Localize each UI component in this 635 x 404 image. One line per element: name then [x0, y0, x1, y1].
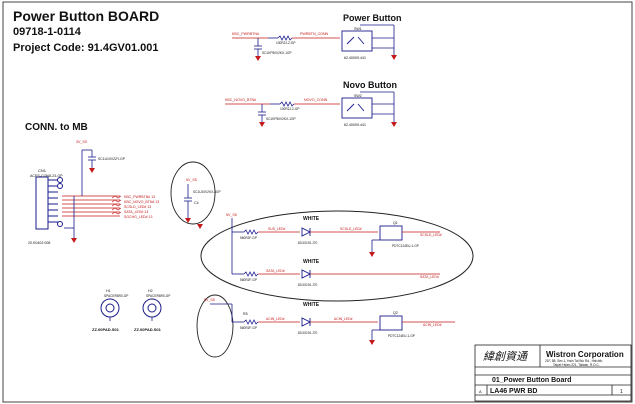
led1-out-net: SCSLD_LED# — [340, 227, 362, 231]
pb-net-out: PWRBTN_CONN — [300, 32, 329, 36]
led1-part: 83.00191.J70 — [298, 241, 318, 245]
cap-c3 — [82, 149, 96, 168]
led3-resistor-val: 560R2F-GP — [240, 326, 257, 330]
net-5v-s5-b: 5V_S5 — [226, 213, 237, 217]
h2-pn: ZZ.00PAD.S01 — [134, 327, 162, 332]
led3-resistor-ref: R5 — [243, 312, 248, 316]
led3-part: 83.00191.J70 — [298, 331, 318, 335]
led2-net: SATA_LED# — [266, 269, 285, 273]
novo-resistor-val: 100R2J-2-GP — [280, 107, 300, 111]
led1-fet-ref: Q1 — [393, 221, 398, 225]
cn1-part: ACES-CON8-23-GP — [30, 174, 63, 178]
cn1-part-no: 20.K0402.008 — [28, 241, 50, 245]
cn1-ref: CN1 — [38, 168, 47, 173]
project-code: Project Code: 91.4GV01.001 — [13, 42, 159, 54]
led3-label: WHITE — [303, 302, 320, 308]
pb-switch-part: 62.40009.441 — [344, 56, 366, 60]
cap-c3-val: SC1U10V2ZY-GP — [98, 157, 126, 161]
led3-out-net: ACIN_LED# — [334, 317, 353, 321]
page-title: Power Button BOARD — [13, 8, 160, 24]
section-title-novo-button: Novo Button — [343, 80, 397, 90]
cn-net-4: SGCHG_LED# 13 — [124, 215, 152, 219]
led-channel-1 — [232, 225, 440, 257]
tb-size: A — [479, 389, 482, 394]
pb-resistor-val: 100R2J-2-GP — [276, 41, 296, 45]
h2-ref: H2 — [148, 289, 153, 293]
connector-net-labels: KBC_PWRBTN# 13 KBC_NOVO_BTN# 13 SCSLD_LE… — [124, 195, 159, 219]
led3-right-net: ACIN_LED# — [423, 323, 442, 327]
highlight-ellipse-supply — [196, 294, 234, 358]
tb-chinese-name: 緯創資通 — [483, 350, 529, 363]
led2-label: WHITE — [303, 259, 320, 265]
ground-symbol — [71, 168, 203, 243]
tb-address1: 21F, 88, Sec.1, Hsin Tai Wu Rd., Hsichih… — [545, 359, 603, 363]
tb-doc-number: LA46 PWR BD — [490, 388, 537, 395]
novo-switch-part: 62.40009.441 — [344, 123, 366, 127]
h1-ref: H1 — [106, 289, 111, 293]
connector-bus-wires — [62, 195, 120, 217]
mounting-hole-h1 — [100, 298, 120, 321]
cn-net-1: KBC_NOVO_BTN# 13 — [124, 200, 159, 204]
section-title-connector: CONN. to MB — [25, 122, 88, 133]
h2-part: SPACER6R0-GP — [146, 294, 170, 298]
led1-fet-part: PDTC124EU-1-GP — [392, 244, 419, 248]
pb-switch-ref: SW1 — [354, 27, 362, 31]
highlight-ellipse-leds — [200, 210, 474, 302]
connector-vert-wires — [64, 150, 83, 238]
mounting-hole-h2 — [142, 298, 162, 321]
cn-net-0: KBC_PWRBTN# 13 — [124, 195, 155, 199]
novo-net-out: NOVO_CONN — [304, 98, 328, 102]
led1-label: WHITE — [303, 216, 320, 222]
title-block — [474, 344, 632, 402]
part-number: 09718-1-0114 — [13, 26, 81, 38]
led3-net: ACIN_LED# — [266, 317, 285, 321]
cn-net-3: SATA_LED# 13 — [124, 210, 148, 214]
cn-net-2: SCSLD_LED# 13 — [124, 205, 151, 209]
novo-cap-val: SC1KP50V2KX-1GP — [266, 117, 296, 121]
pb-net-in: KBC_PWRBTN# — [232, 32, 259, 36]
connector-cn1 — [35, 176, 63, 230]
net-5v-s5-a: 5V_S5 — [186, 178, 197, 182]
led2-out-net: SATA_LED# — [420, 275, 439, 279]
novo-button-circuit — [225, 91, 397, 127]
led1-resistor-val: 560R2F-GP — [240, 236, 257, 240]
led3-fet-part: PDTC124EU-1-GP — [388, 334, 415, 338]
cap-c4-val: SC1U10V2KX-3GP — [193, 190, 221, 194]
novo-switch-ref: SW2 — [354, 94, 362, 98]
led-channel-3 — [232, 315, 455, 345]
h1-part: SPACER6R0-GP — [104, 294, 128, 298]
net-arrows — [111, 195, 122, 215]
section-title-power-button: Power Button — [343, 13, 402, 23]
led1-net: SUS_LED# — [268, 227, 285, 231]
tb-address2: Taipei Hsien 221, Taiwan, R.O.C. — [553, 363, 600, 367]
led-channel-2 — [232, 269, 440, 279]
novo-net-in: KBC_NOVO_BTN# — [225, 98, 256, 102]
led2-resistor-val: 560R2F-GP — [240, 278, 257, 282]
tb-sheet-title: 01_Power Button Board — [492, 377, 571, 384]
pb-cap-val: SC1KP50V2KX-1GP — [262, 51, 292, 55]
tb-rev: 1 — [620, 389, 623, 395]
highlight-ellipse-decoupling — [170, 161, 216, 225]
net-5v-s5-c: 5V_S5 — [204, 298, 215, 302]
led2-part: 83.00191.J70 — [298, 283, 318, 287]
led1-right-net: SCSLD_LED# — [420, 233, 442, 237]
cap-c4 — [184, 184, 192, 218]
power-button-circuit — [232, 24, 397, 61]
led3-fet-ref: Q2 — [393, 311, 398, 315]
cap-c4-ref: C4 — [194, 201, 199, 205]
net-3v-s5: 3V_S5 — [76, 140, 87, 144]
tb-company: Wistron Corporation — [546, 350, 624, 359]
h1-pn: ZZ.00PAD.S01 — [92, 327, 120, 332]
